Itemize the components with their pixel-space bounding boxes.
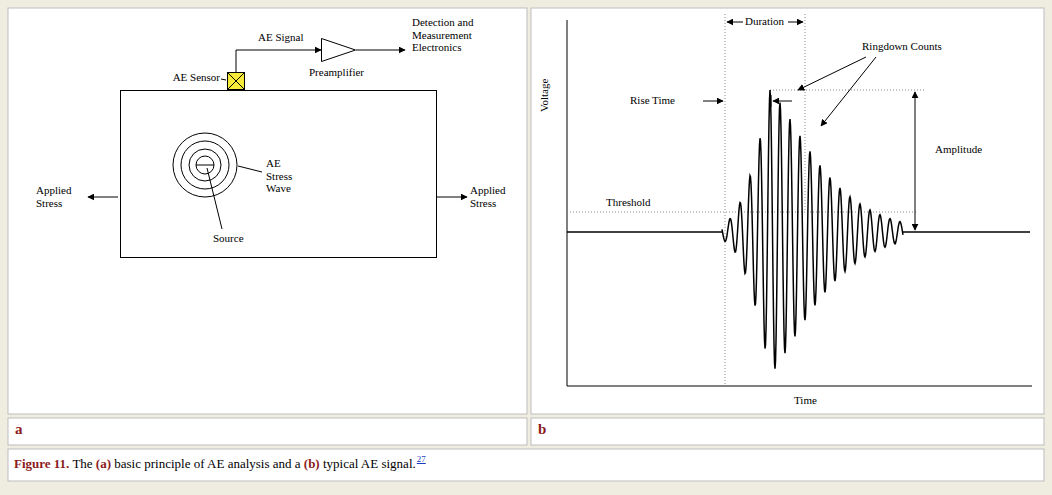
figure-label: Threshold bbox=[606, 196, 651, 209]
figure-label: Detection and Measurement Electronics bbox=[412, 16, 492, 54]
wave-ring bbox=[189, 149, 221, 181]
figure-label: Voltage bbox=[538, 79, 551, 112]
amplifier-outline bbox=[321, 38, 356, 62]
duration-arrow bbox=[788, 22, 803, 23]
panel-letter: b bbox=[538, 421, 546, 438]
sensor-box: AE Sensor bbox=[227, 72, 245, 90]
x-axis bbox=[567, 386, 1032, 387]
leader-line bbox=[207, 168, 222, 229]
wave-ring bbox=[196, 156, 214, 174]
figure-label: Rise Time bbox=[630, 94, 675, 107]
ringdown-arrow bbox=[798, 57, 866, 90]
figure-label: Time bbox=[794, 394, 817, 407]
caption-cell bbox=[8, 449, 1044, 481]
amplifier-shape bbox=[322, 39, 356, 62]
duration-arrow bbox=[727, 22, 743, 23]
figure-label: Ringdown Counts bbox=[862, 40, 942, 53]
figure-label: Duration bbox=[745, 15, 784, 28]
letter-cell bbox=[531, 418, 1044, 445]
guide-line bbox=[805, 14, 806, 212]
figure-label: Amplitude bbox=[935, 143, 982, 156]
stress-wave-rings bbox=[173, 133, 237, 197]
node-text: AE Sensor bbox=[160, 71, 220, 84]
amplifier-triangle: Preamplifier bbox=[321, 38, 356, 62]
figure-caption: Figure 11. The (a) basic principle of AE… bbox=[14, 456, 416, 472]
ringdown-arrow bbox=[821, 57, 876, 126]
edge-label: AE Signal bbox=[258, 31, 304, 44]
wave-ring bbox=[173, 133, 237, 197]
threshold-line bbox=[567, 212, 918, 213]
stress-arrow bbox=[437, 197, 467, 198]
source-crack bbox=[196, 165, 214, 166]
rise-time-arrow bbox=[773, 101, 792, 102]
node-text: Preamplifier bbox=[309, 66, 379, 79]
panel-letter: a bbox=[15, 421, 23, 438]
y-axis bbox=[567, 20, 568, 386]
baseline bbox=[567, 231, 722, 233]
leader-line bbox=[221, 79, 226, 80]
leader-line bbox=[238, 166, 262, 172]
sensor-cross bbox=[228, 73, 244, 89]
figure-label: Applied Stress bbox=[470, 184, 524, 209]
node-text: Source bbox=[213, 232, 263, 245]
amplitude-guide bbox=[770, 90, 925, 91]
panel-frame bbox=[8, 8, 527, 414]
ae-waveform bbox=[722, 90, 903, 369]
stress-arrow bbox=[88, 197, 118, 198]
signal-wire bbox=[236, 50, 321, 72]
node-text: AE Stress Wave bbox=[266, 157, 302, 195]
output-arrow bbox=[356, 50, 405, 51]
rise-time-arrow bbox=[703, 101, 723, 102]
caption-row: Figure 11. The (a) basic principle of AE… bbox=[14, 456, 426, 472]
rise-time-tick bbox=[771, 95, 772, 107]
guide-line bbox=[725, 14, 726, 386]
wave-ring bbox=[181, 141, 229, 189]
reference-number: 27 bbox=[417, 454, 426, 464]
sensor-cross-line bbox=[228, 73, 244, 89]
figure-label: Applied Stress bbox=[36, 184, 90, 209]
letter-cell bbox=[8, 418, 527, 445]
specimen-box: AE Stress WaveSource bbox=[120, 90, 437, 258]
baseline bbox=[903, 231, 1030, 233]
panel-frame bbox=[531, 8, 1044, 414]
amplitude-arrow bbox=[915, 92, 916, 230]
